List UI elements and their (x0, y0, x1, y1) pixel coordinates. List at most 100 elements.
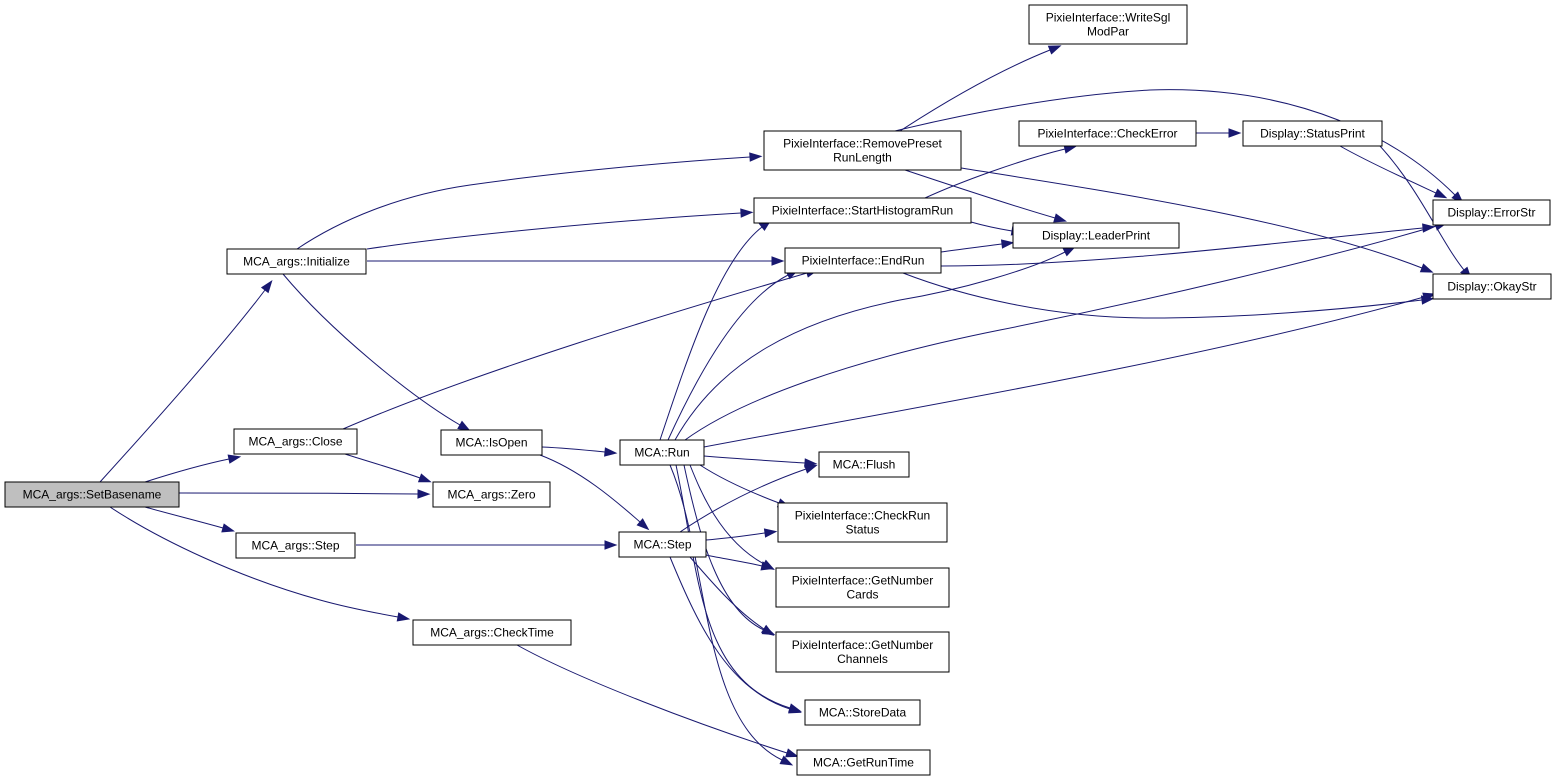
node-leaderprint[interactable]: Display::LeaderPrint (1012, 222, 1180, 249)
edge-line (1379, 145, 1465, 271)
node-isopen[interactable]: MCA::IsOpen (440, 429, 543, 456)
edge-line (144, 458, 230, 483)
node-label: PixieInterface::StartHistogramRun (772, 204, 953, 218)
arrowhead (636, 518, 650, 531)
node-endrun[interactable]: PixieInterface::EndRun (784, 247, 942, 274)
node-box (4, 481, 180, 508)
edge-setbasename-to-initialize (99, 280, 273, 483)
edge-setbasename-to-args_step (144, 506, 236, 533)
edge-run-to-okaystr (703, 292, 1436, 448)
arrowhead (396, 612, 411, 622)
arrowhead (749, 152, 763, 162)
node-zero[interactable]: MCA_args::Zero (432, 481, 551, 508)
node-box (619, 439, 705, 466)
node-box (1012, 222, 1180, 249)
edge-line (689, 556, 765, 630)
node-box (775, 567, 950, 608)
edge-line (342, 272, 808, 430)
node-box (1028, 4, 1188, 45)
node-label: MCA_args::Zero (447, 488, 535, 502)
edge-run-to-flush (703, 455, 818, 468)
node-label: RunLength (833, 151, 892, 165)
node-okaystr[interactable]: Display::OkayStr (1432, 273, 1552, 300)
edge-close-to-zero (344, 453, 432, 483)
arrowhead (1047, 45, 1062, 55)
edge-removepreset-to-writesgl (899, 45, 1062, 132)
node-storedata[interactable]: MCA::StoreData (804, 699, 921, 726)
edge-line (516, 644, 788, 754)
arrowhead (763, 528, 778, 538)
node-box (796, 749, 931, 776)
edge-setbasename-to-zero (178, 489, 431, 499)
node-label: Cards (846, 588, 878, 602)
edge-isopen-to-run (541, 446, 618, 457)
node-label: Display::OkayStr (1447, 280, 1536, 294)
node-mca_step[interactable]: MCA::Step (618, 531, 707, 558)
node-args_step[interactable]: MCA_args::Step (235, 532, 356, 559)
node-checkerror[interactable]: PixieInterface::CheckError (1018, 120, 1197, 147)
node-initialize[interactable]: MCA_args::Initialize (226, 248, 367, 275)
node-label: MCA_args::Close (248, 435, 342, 449)
node-run[interactable]: MCA::Run (619, 439, 705, 466)
node-close[interactable]: MCA_args::Close (233, 428, 358, 455)
edge-line (1339, 145, 1437, 194)
edge-line (669, 556, 791, 710)
edge-line (669, 464, 783, 761)
arrowhead (457, 420, 471, 432)
edge-line (904, 169, 1056, 219)
edge-line (960, 167, 1423, 269)
edge-line (899, 49, 1051, 132)
edge-mca_step-to-getnumbercards (705, 554, 775, 571)
arrowhead (417, 473, 432, 483)
edge-line (99, 289, 266, 483)
node-label: PixieInterface::EndRun (802, 254, 925, 268)
edge-initialize-to-isopen (282, 273, 471, 432)
arrowhead (785, 748, 799, 758)
node-errorstr[interactable]: Display::ErrorStr (1432, 199, 1551, 226)
node-label: PixieInterface::WriteSgl (1046, 11, 1171, 25)
edge-run-to-starthist (659, 219, 772, 441)
arrowhead (788, 704, 802, 714)
node-starthist[interactable]: PixieInterface::StartHistogramRun (753, 197, 972, 224)
node-box (784, 247, 942, 274)
node-statusprint[interactable]: Display::StatusPrint (1242, 120, 1383, 147)
edge-line (667, 274, 789, 441)
edge-initialize-to-removepreset (296, 152, 763, 250)
node-box (412, 619, 572, 646)
node-label: Channels (837, 652, 888, 666)
node-setbasename[interactable]: MCA_args::SetBasename (4, 481, 180, 508)
node-getruntime[interactable]: MCA::GetRunTime (796, 749, 931, 776)
edge-removepreset-to-okaystr (960, 167, 1434, 273)
arrowhead (760, 624, 775, 636)
edge-line (970, 221, 1013, 232)
edge-line (366, 212, 742, 250)
node-box (1432, 199, 1551, 226)
arrowhead (604, 447, 618, 457)
edge-line (659, 226, 763, 441)
edge-removepreset-to-leaderprint (904, 169, 1067, 223)
edge-line (683, 464, 765, 631)
arrowhead (221, 523, 236, 533)
node-box (226, 248, 367, 275)
edge-setbasename-to-checktime (109, 506, 411, 622)
edge-checktime-to-getruntime (516, 644, 799, 758)
edge-mca_step-to-storedata (669, 556, 802, 714)
node-box (777, 502, 948, 543)
edge-mca_step-to-checkrunstatus (705, 528, 778, 541)
node-label: PixieInterface::GetNumber (792, 574, 933, 588)
node-box (818, 451, 910, 478)
arrowhead (803, 464, 818, 474)
node-checktime[interactable]: MCA_args::CheckTime (412, 619, 572, 646)
edge-line (703, 296, 1425, 448)
node-flush[interactable]: MCA::Flush (818, 451, 910, 478)
edge-line (144, 506, 224, 529)
edge-run-to-getruntime (669, 464, 794, 766)
edge-initialize-to-starthist (366, 208, 754, 250)
arrowhead (1419, 263, 1434, 273)
